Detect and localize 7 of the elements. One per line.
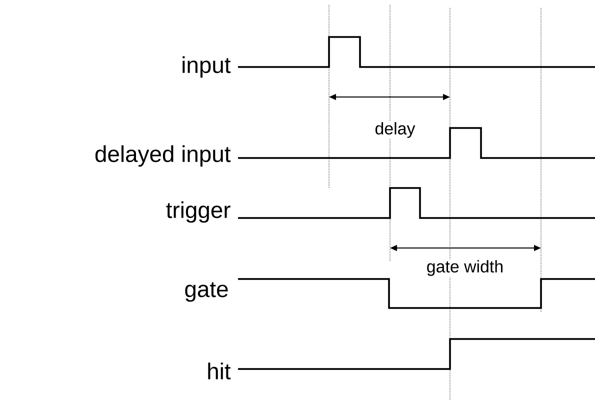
signal-label: delayed input <box>95 145 231 167</box>
dimension-label: gate width <box>425 259 505 277</box>
signal-label: gate <box>185 282 228 302</box>
signal-label: input <box>182 56 231 78</box>
signal-label: hit <box>208 362 231 380</box>
signal-label: trigger <box>166 201 230 223</box>
dimension-label: delay <box>374 121 416 139</box>
